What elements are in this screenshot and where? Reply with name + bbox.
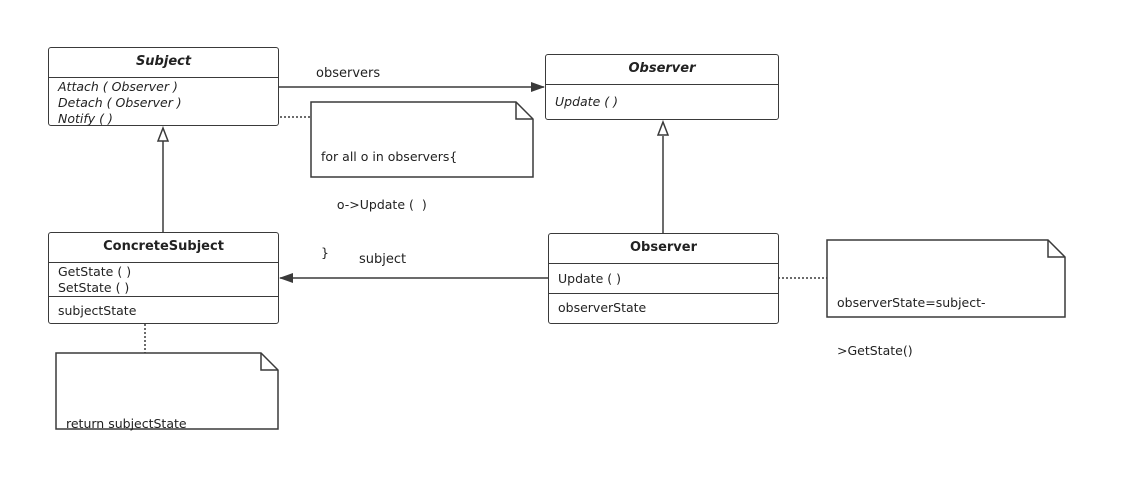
concrete-observer-op-update: Update ( ) — [558, 271, 621, 286]
observer-abstract-class[interactable]: Observer Update ( ) — [545, 54, 779, 120]
concrete-subject-op-getstate: GetState ( ) — [58, 264, 132, 279]
concrete-subject-attr-subjectstate: subjectState — [58, 303, 137, 318]
concrete-subject-op-setstate: SetState ( ) — [58, 280, 130, 295]
subject-class-name: Subject — [49, 48, 278, 78]
getstate-note: return subjectState — [66, 384, 187, 448]
concrete-subject-class[interactable]: ConcreteSubject GetState ( ) SetState ( … — [48, 232, 279, 324]
notify-note-line: } — [321, 245, 329, 260]
concrete-observer-class[interactable]: Observer Update ( ) observerState — [548, 233, 779, 324]
notify-note-fold — [515, 102, 533, 120]
subject-label: subject — [359, 252, 407, 267]
observer-generalization-arrowhead — [656, 119, 670, 136]
observers-label: observers — [316, 66, 381, 81]
getstate-note-fold — [260, 353, 278, 371]
update-note-line: >GetState() — [837, 343, 913, 358]
update-note-fold — [1047, 240, 1065, 258]
subject-op-attach: Attach ( Observer ) — [58, 79, 178, 94]
concrete-subject-class-name: ConcreteSubject — [49, 233, 278, 263]
notify-note-line: o->Update ( ) — [321, 197, 427, 212]
getstate-note-shape — [55, 352, 279, 430]
concrete-observer-attr-observerstate: observerState — [558, 300, 647, 315]
getstate-note-line: return subjectState — [66, 416, 187, 431]
concrete-observer-class-name: Observer — [549, 234, 778, 264]
subject-op-notify: Notify ( ) — [58, 111, 113, 126]
notify-note-shape — [310, 101, 534, 178]
notify-note-line: for all o in observers{ — [321, 149, 458, 164]
notify-note: for all o in observers{ o->Update ( ) } — [321, 117, 457, 277]
concrete-subject-operations: GetState ( ) SetState ( ) — [49, 263, 278, 297]
concrete-observer-attributes: observerState — [549, 294, 778, 319]
update-note-line: observerState=subject- — [837, 295, 986, 310]
update-note: observerState=subject- >GetState() — [837, 263, 986, 375]
concrete-subject-attributes: subjectState — [49, 297, 278, 322]
observer-abstract-class-name: Observer — [546, 55, 778, 85]
observer-abstract-op-update: Update ( ) — [555, 94, 618, 109]
observer-abstract-operations: Update ( ) — [546, 85, 778, 113]
subject-class[interactable]: Subject Attach ( Observer ) Detach ( Obs… — [48, 47, 279, 126]
concrete-observer-operations: Update ( ) — [549, 264, 778, 294]
subject-op-detach: Detach ( Observer ) — [58, 95, 182, 110]
subject-operations: Attach ( Observer ) Detach ( Observer ) … — [49, 78, 278, 130]
subject-generalization-arrowhead — [156, 125, 170, 142]
update-note-shape — [826, 239, 1066, 318]
